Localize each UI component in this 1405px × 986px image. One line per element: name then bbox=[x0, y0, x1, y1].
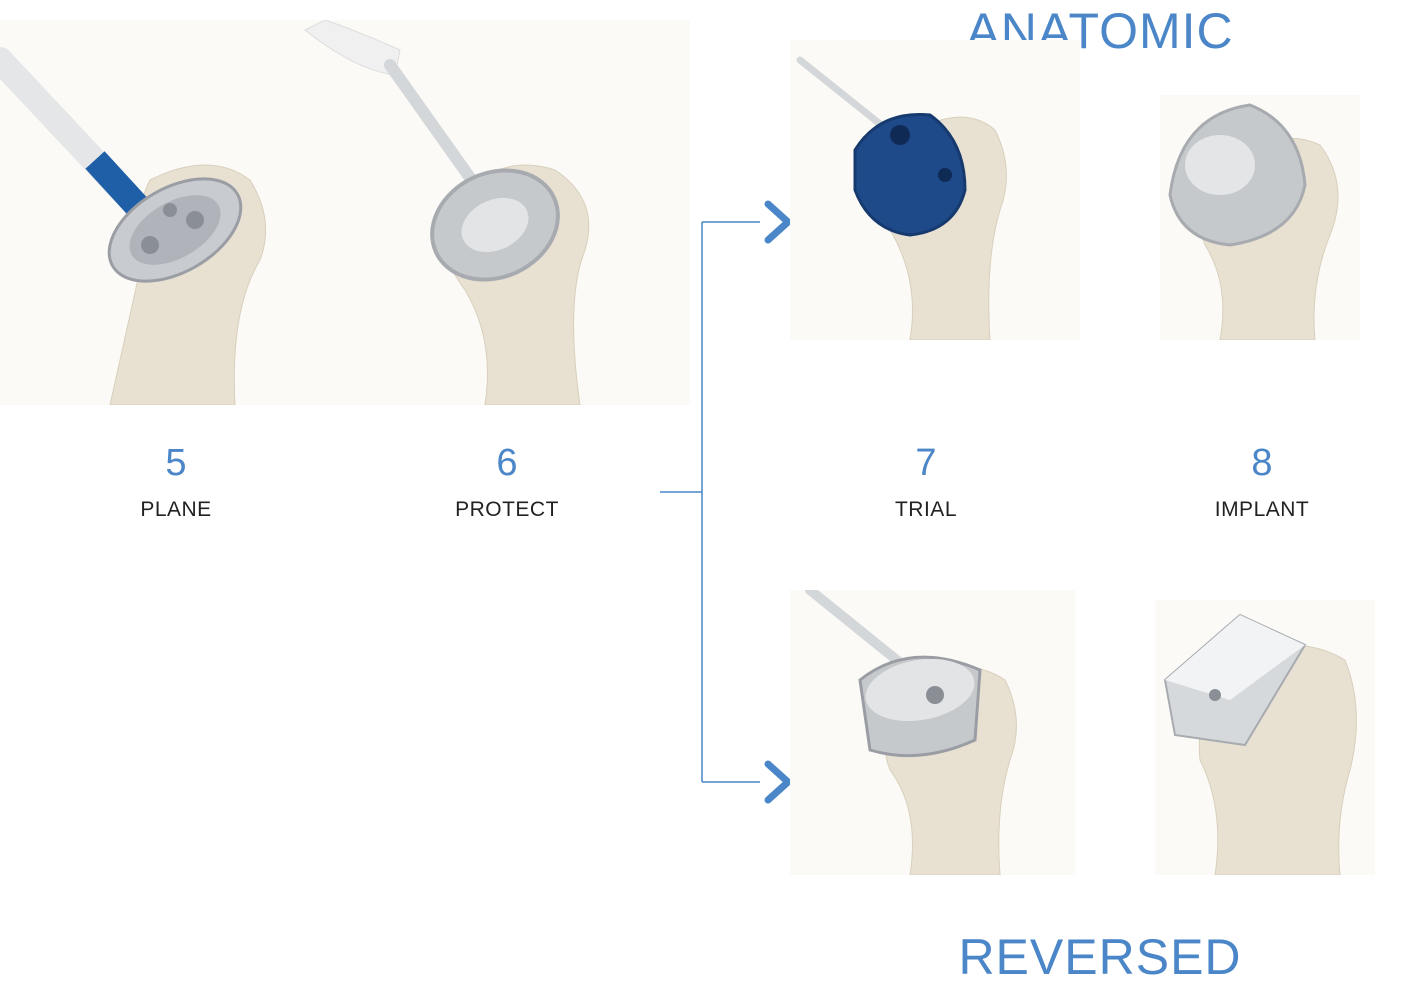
step-number-6: 6 bbox=[407, 442, 607, 485]
step-label-trial: TRIAL bbox=[826, 498, 1026, 522]
trial-anatomic-illustration bbox=[790, 40, 1080, 340]
step-label-protect: PROTECT bbox=[407, 498, 607, 522]
reversed-title: REVERSED bbox=[940, 928, 1260, 986]
step-number-7: 7 bbox=[826, 442, 1026, 485]
arrow-reversed-icon bbox=[768, 764, 788, 800]
step-label-plane: PLANE bbox=[76, 498, 276, 522]
arrow-anatomic-icon bbox=[768, 204, 788, 240]
protect-illustration bbox=[295, 20, 690, 405]
trial-reversed-illustration bbox=[790, 590, 1075, 875]
plane-illustration bbox=[0, 20, 295, 405]
step-label-implant: IMPLANT bbox=[1162, 498, 1362, 522]
branch-connector bbox=[650, 200, 810, 810]
implant-reversed-illustration bbox=[1155, 600, 1375, 875]
step-number-5: 5 bbox=[76, 442, 276, 485]
step-number-8: 8 bbox=[1162, 442, 1362, 485]
implant-anatomic-illustration bbox=[1160, 95, 1360, 340]
